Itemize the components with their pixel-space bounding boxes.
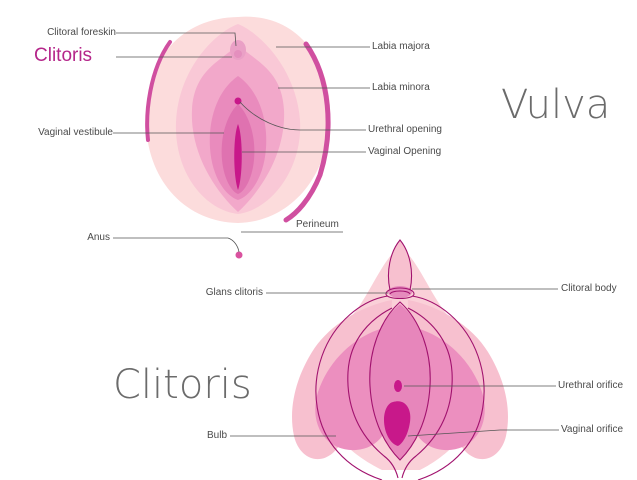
urethral-orifice-shape	[394, 380, 402, 392]
clitoral-body-shape	[389, 240, 410, 288]
label-labia-minora: Labia minora	[372, 82, 430, 94]
label-clitoris: Clitoris	[34, 45, 92, 67]
label-vaginal-vestibule: Vaginal vestibule	[38, 127, 113, 139]
clitoris-glans-dot	[234, 50, 242, 58]
label-anus: Anus	[87, 232, 110, 244]
label-glans-clitoris: Glans clitoris	[206, 287, 263, 299]
label-bulb: Bulb	[207, 430, 227, 442]
anus-dot	[236, 252, 243, 259]
vulva-illustration	[146, 17, 330, 223]
label-labia-majora: Labia majora	[372, 41, 430, 53]
label-perineum: Perineum	[296, 219, 339, 231]
label-urethral-opening: Urethral opening	[368, 124, 442, 136]
label-clitoral-foreskin: Clitoral foreskin	[47, 27, 116, 39]
clitoris-title: Clitoris	[113, 362, 252, 408]
label-urethral-orifice: Urethral orifice	[558, 380, 623, 392]
label-vaginal-orifice: Vaginal orifice	[561, 424, 623, 436]
label-clitoral-body: Clitoral body	[561, 283, 617, 295]
leader-anus	[113, 238, 239, 252]
label-vaginal-opening: Vaginal Opening	[368, 146, 441, 158]
clitoris-illustration	[292, 240, 508, 480]
vulva-title: Vulva	[501, 82, 610, 128]
urethral-opening-dot	[235, 98, 242, 105]
